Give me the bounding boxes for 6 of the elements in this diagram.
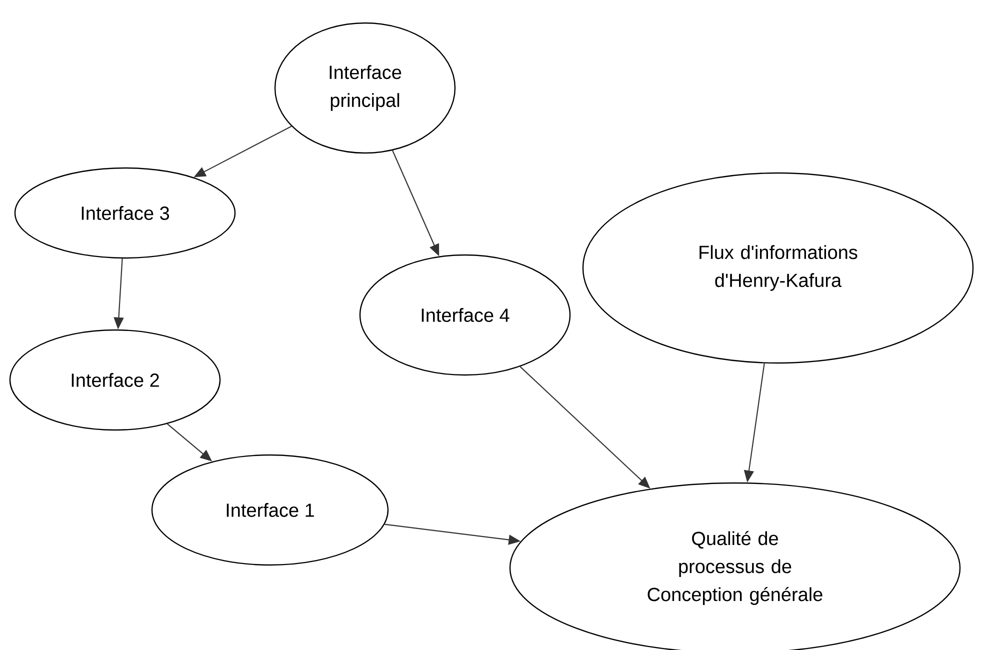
- ellipse-node: Flux d'informations d'Henry-Kafura: [582, 172, 974, 364]
- ellipse-node: Interface 1: [151, 454, 389, 566]
- ellipse-node: Interface 2: [9, 329, 221, 431]
- ellipse-node: Interface 3: [14, 167, 236, 259]
- ellipse-node: Interface principal: [274, 22, 456, 154]
- ellipse-node: Interface 4: [359, 254, 571, 376]
